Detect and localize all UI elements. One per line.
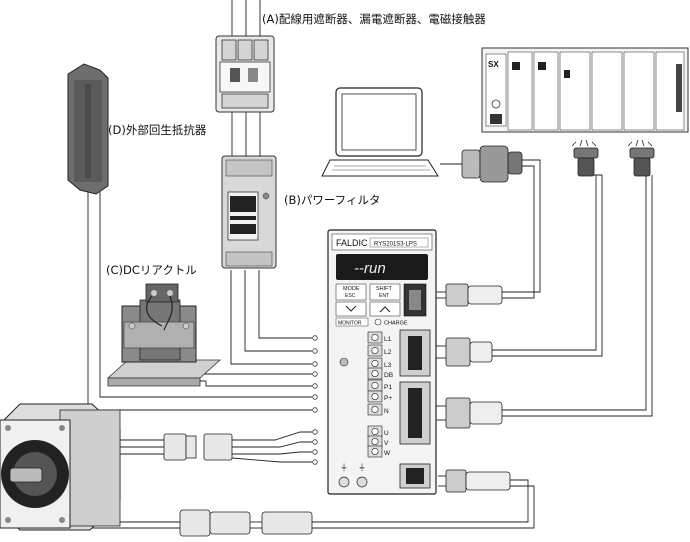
shift-key-label: SHIFT [376,286,393,292]
terminal-screw [371,427,379,435]
dc-reactor-label: (C)DCリアクトル [106,263,197,277]
shift-button[interactable] [369,283,401,301]
terminal-screw [371,392,379,400]
terminal-screw [371,437,379,445]
dc-reactor [106,283,222,387]
terminal-screw [371,359,379,367]
terminal-screw [371,369,379,377]
mount-screw [339,357,349,367]
servo-motor [0,403,121,531]
breaker-label: (A)配線用遮断器、漏電遮断器、電磁接触器 [262,12,486,26]
pc-cable-connector [461,145,523,183]
chevron-down-icon [345,305,357,312]
terminal-label: L1 [384,336,392,343]
terminal-label: L2 [384,349,392,356]
amp-lower-label: MONITOR [338,321,362,327]
chevron-up-icon [379,306,391,313]
terminal-lugs [312,335,318,465]
amp-side-connectors [445,283,511,493]
charge-label: CHARGE [384,321,408,327]
mode-key-label: MODE [343,286,360,292]
terminal-label: U [384,430,389,437]
mode-button[interactable] [335,283,367,301]
terminal-screw [371,381,379,389]
terminal-label: P1 [384,384,392,391]
filter-label: (B)パワーフィルタ [284,193,381,207]
amp-model: RYS201S3-LPS [374,242,417,248]
amp-display: --run [354,260,386,277]
personal-computer [321,87,439,177]
up-button[interactable] [369,301,401,317]
regen-resistor [67,63,109,195]
terminal-label: DB [384,372,393,379]
svg-text:⏚: ⏚ [340,463,348,472]
terminal-label: L3 [384,362,392,369]
terminal-label: N [384,408,389,415]
terminal-screw [371,405,379,413]
encoder-connectors [179,509,313,537]
terminal-label: W [384,450,391,457]
down-button[interactable] [335,301,367,317]
terminal-screw [371,346,379,354]
power-filter [221,155,277,269]
terminal-screw [371,333,379,341]
terminal-label: V [384,440,389,447]
motor-power-connectors [163,433,233,461]
plc-rack: SX [481,47,689,133]
shift-sub-label: ENT [379,293,389,299]
plc-cable-bundles [571,139,655,177]
mode-sub-label: ESC [345,293,356,299]
regen-resistor-label: (D)外部回生抵抗器 [108,123,207,137]
terminal-screw [371,447,379,455]
circuit-breaker [215,35,275,113]
plc-logo: SX [488,60,499,69]
svg-text:⏚: ⏚ [358,463,366,472]
terminal-label: P+ [384,395,392,402]
servo-amplifier: FALDIC RYS201S3-LPS --run MODE ESC SHIFT… [327,229,437,495]
amp-brand: FALDIC [336,238,368,248]
